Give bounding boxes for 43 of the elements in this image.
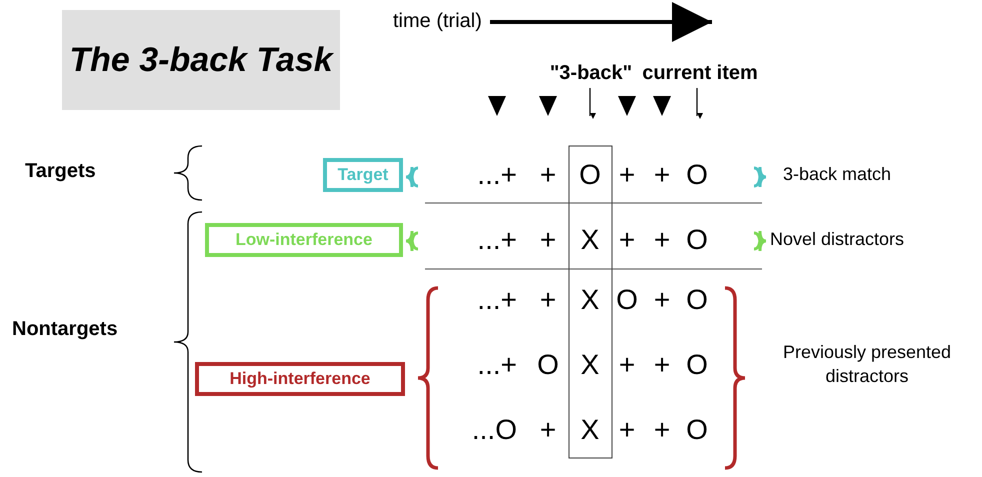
sequence-item: + <box>652 349 672 381</box>
sequence-item: + <box>652 224 672 256</box>
sequence-item: ...+ <box>476 284 517 316</box>
sequence-item: O <box>685 414 709 446</box>
sequence-item: + <box>538 414 558 446</box>
sequence-item: O <box>578 159 602 191</box>
leader-arrow <box>696 88 703 119</box>
sequence-item: ...+ <box>476 159 517 191</box>
sequence-item: + <box>618 224 636 256</box>
sequence-item: ...+ <box>476 349 517 381</box>
sequence-item: X <box>580 224 600 256</box>
sequence-item: + <box>538 159 558 191</box>
axis-label: time (trial) <box>393 10 482 33</box>
sequence-item: O <box>685 284 709 316</box>
sequence-item: O <box>685 224 709 256</box>
title-box: The 3-back Task <box>62 10 340 110</box>
sequence-item: + <box>652 284 672 316</box>
sequence-item: X <box>580 349 600 381</box>
row-note: 3-back match <box>783 163 892 186</box>
sequence-item: + <box>538 224 558 256</box>
sequence-item: ...O <box>470 414 517 446</box>
condition-box: Low-interference <box>205 223 403 257</box>
condition-box: Target <box>323 158 403 192</box>
sequence-item: O <box>685 349 709 381</box>
sequence-item: + <box>618 349 636 381</box>
sequence-item: ...+ <box>476 224 517 256</box>
sequence-item: + <box>538 284 558 316</box>
sequence-item: X <box>580 284 600 316</box>
row-note: Novel distractors <box>770 228 906 251</box>
sequence-item: + <box>618 414 636 446</box>
sequence-item: + <box>618 159 636 191</box>
sequence-item: O <box>536 349 560 381</box>
sequence-item: O <box>685 159 709 191</box>
category-label: Targets <box>25 160 135 186</box>
category-label: Nontargets <box>12 318 157 344</box>
condition-box: High-interference <box>195 362 405 396</box>
heading-text: current item <box>640 62 760 88</box>
sequence-item: O <box>615 284 639 316</box>
sequence-item: + <box>652 159 672 191</box>
row-note: Previously presented distractors <box>782 341 952 388</box>
leader-arrow <box>589 88 596 119</box>
sequence-item: + <box>652 414 672 446</box>
sequence-item: X <box>580 414 600 446</box>
